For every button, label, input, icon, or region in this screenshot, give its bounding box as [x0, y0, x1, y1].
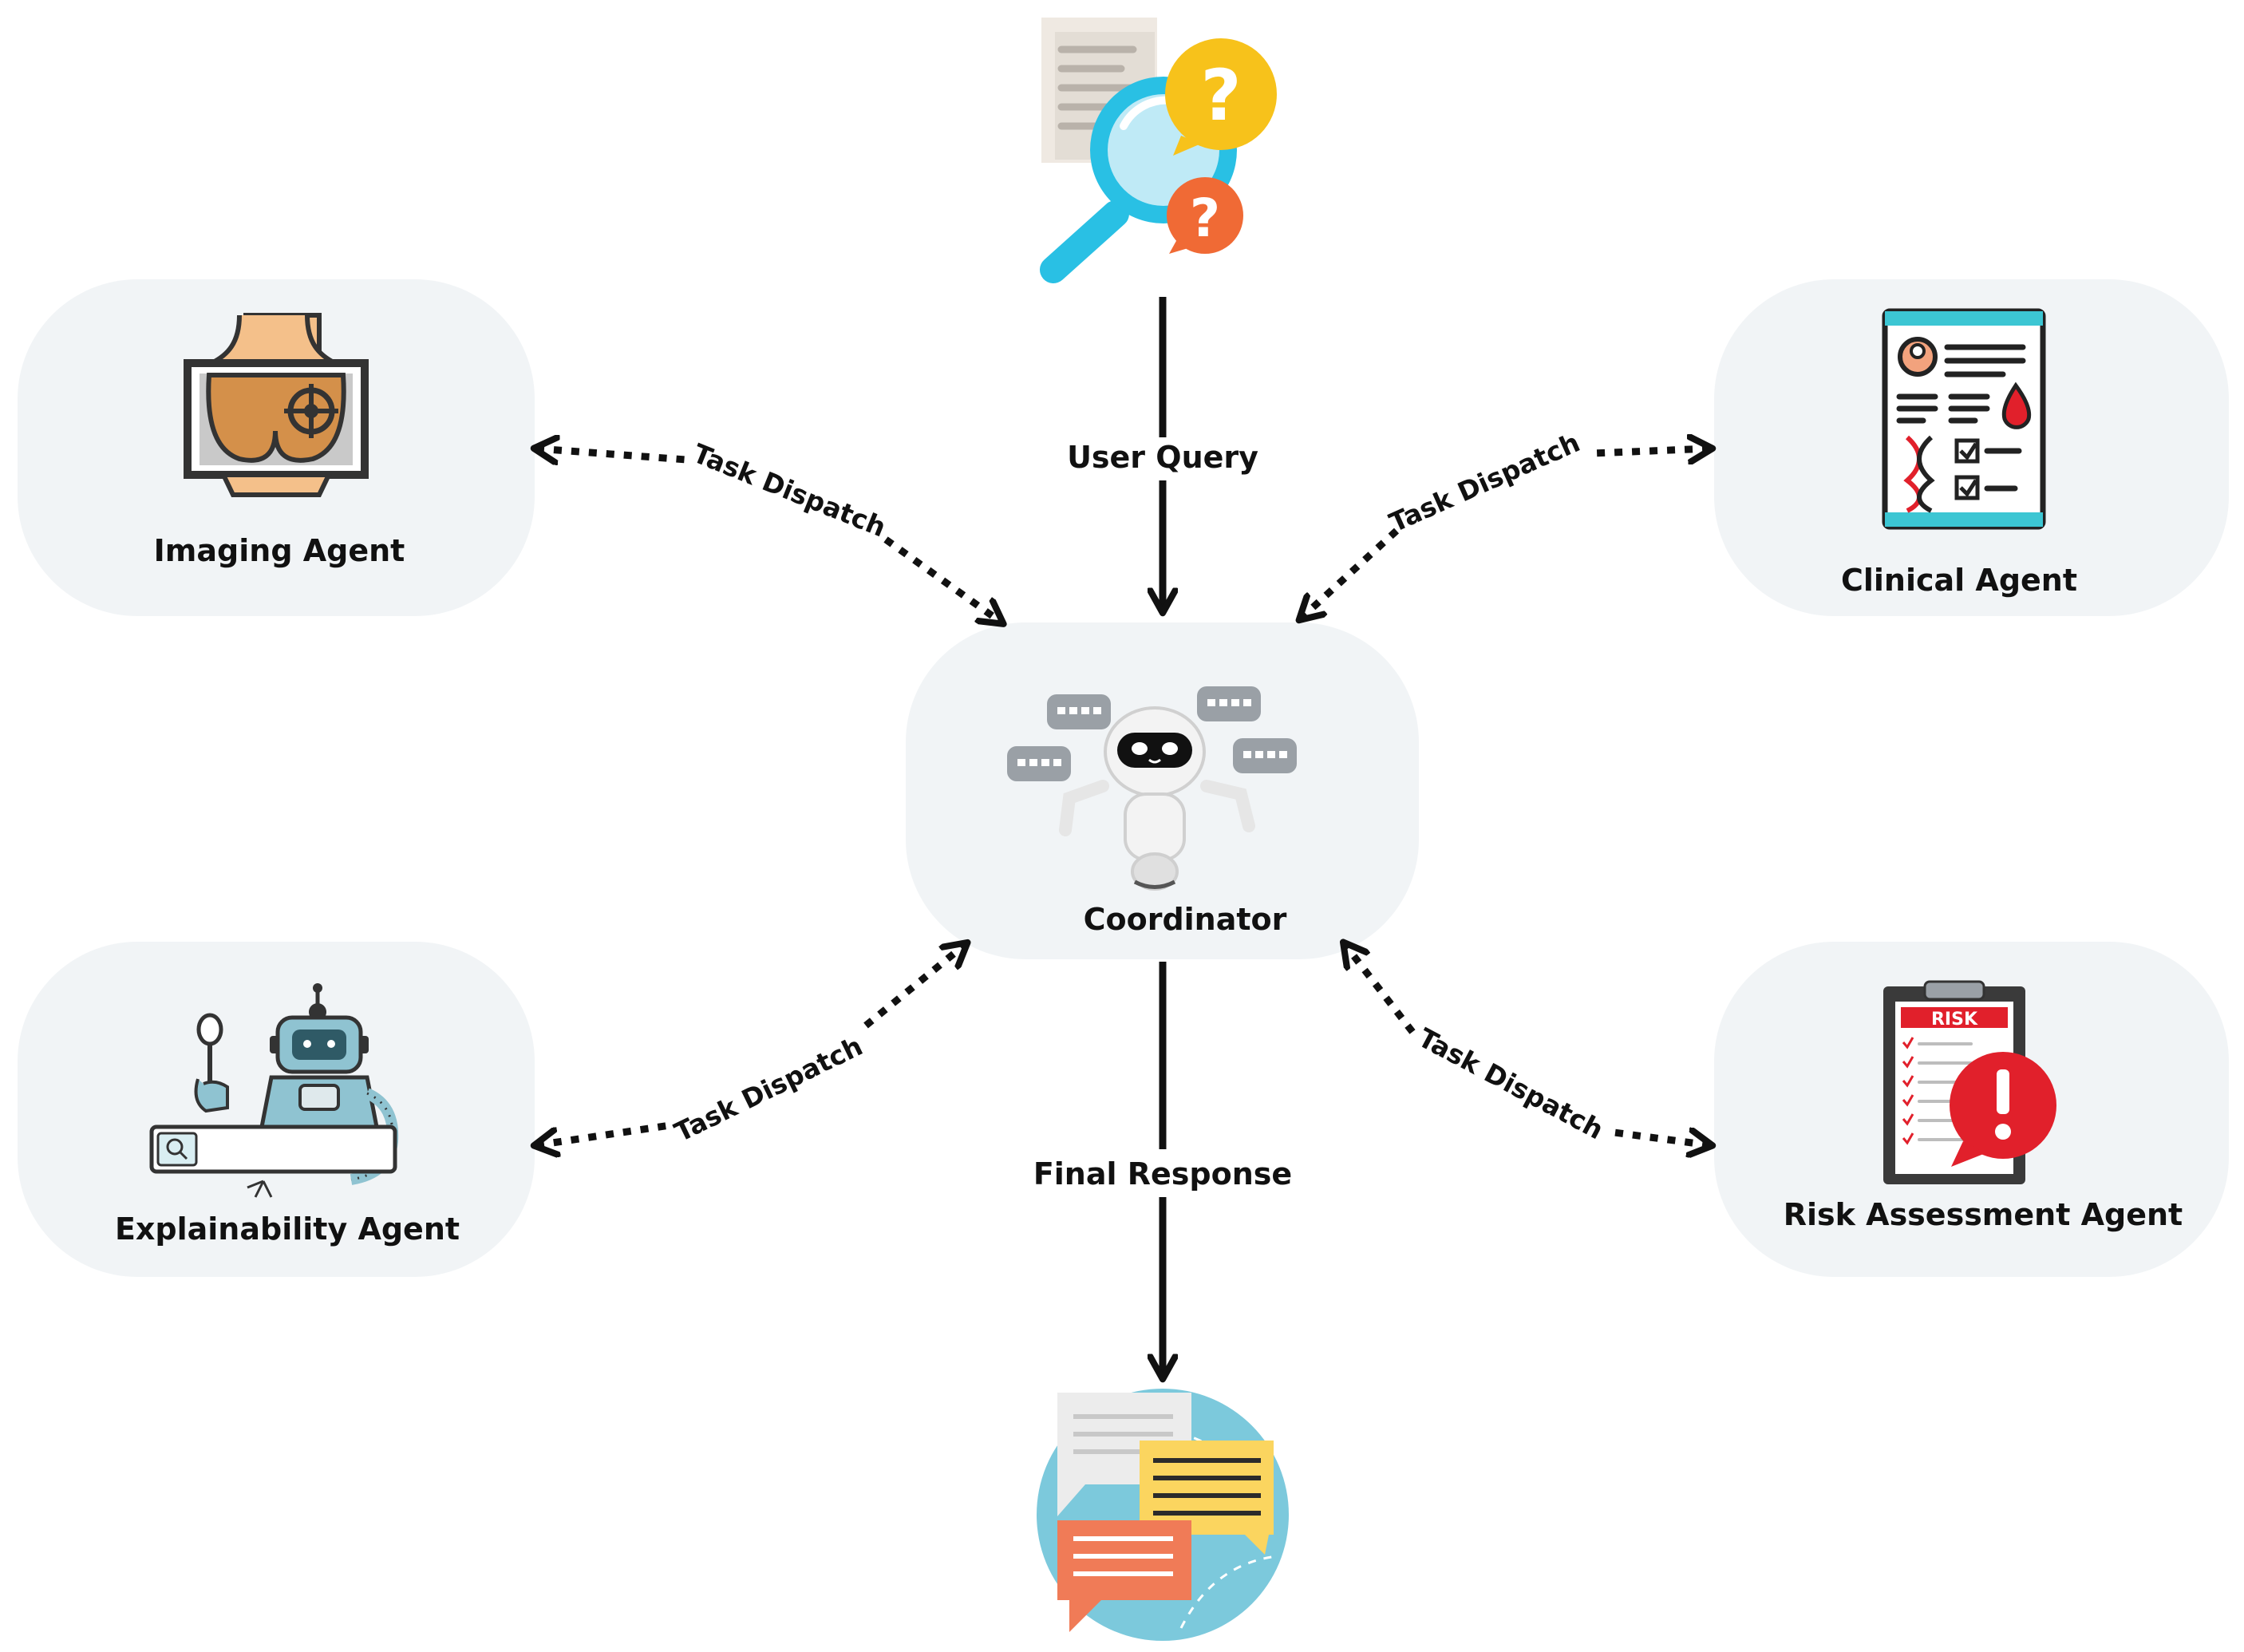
svg-text:?: ? [1200, 54, 1241, 136]
svg-text:?: ? [1190, 188, 1220, 249]
imaging-agent-label: Imaging Agent [153, 533, 405, 568]
risk-badge: RISK [1931, 1010, 1978, 1030]
task-dispatch-edge-imaging [536, 449, 1002, 622]
final-response-label: Final Response [1033, 1156, 1292, 1192]
task-dispatch-edge-explainability [536, 944, 966, 1145]
task-dispatch-edge-clinical [1301, 449, 1710, 619]
task-dispatch-edge-risk [1345, 944, 1710, 1145]
user-query-label: User Query [1067, 440, 1258, 475]
explainability-agent-label: Explainability Agent [114, 1211, 460, 1247]
risk-assessment-agent-label: Risk Assessment Agent [1783, 1197, 2183, 1232]
coordinator-label: Coordinator [1083, 902, 1287, 937]
clinical-agent-label: Clinical Agent [1840, 563, 2078, 598]
